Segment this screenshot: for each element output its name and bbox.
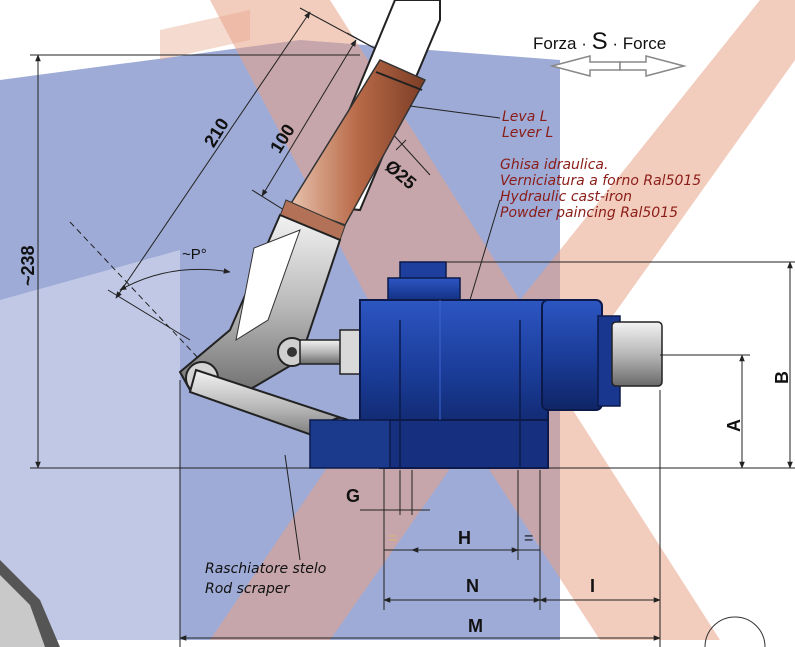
left-corner-object xyxy=(0,560,60,647)
equal-mark-right: = xyxy=(524,530,534,547)
force-label: Forza · S · Force xyxy=(533,28,666,56)
lever-label-en: Lever L xyxy=(502,125,554,141)
force-right: Force xyxy=(622,34,667,53)
angle-label: ~P° xyxy=(182,246,207,263)
dim-238-label: ~238 xyxy=(18,245,38,286)
piston-rod xyxy=(299,329,361,375)
leader-lines xyxy=(284,105,501,561)
dim-I-label: I xyxy=(590,576,596,596)
force-dot-right: · xyxy=(612,34,619,53)
material-line-2: Verniciatura a forno Ral5015 xyxy=(500,173,702,189)
dim-B-label: B xyxy=(772,371,792,384)
force-dot-left: · xyxy=(581,34,587,53)
scraper-label-en: Rod scraper xyxy=(205,581,290,597)
material-line-4: Powder paincing Ral5015 xyxy=(500,205,679,221)
corner-circle xyxy=(704,616,766,647)
material-line-3: Hydraulic cast-iron xyxy=(500,189,633,205)
force-letter: S xyxy=(591,28,608,55)
lever-label-it: Leva L xyxy=(502,109,548,125)
dim-bottom-lines xyxy=(179,380,661,647)
dim-A-label: A xyxy=(724,419,744,432)
pump-body xyxy=(309,261,663,469)
dim-ab-lines xyxy=(445,261,795,469)
dim-N-label: N xyxy=(466,576,479,596)
force-arrows xyxy=(549,55,687,77)
equal-mark-left: = xyxy=(388,530,398,547)
dim-M-label: M xyxy=(468,616,483,636)
scraper-label-it: Raschiatore stelo xyxy=(205,561,327,577)
lever-handle xyxy=(279,0,441,241)
dim-H-label: H xyxy=(458,528,471,548)
angle-arc xyxy=(69,221,231,361)
material-line-1: Ghisa idraulica. xyxy=(500,157,609,173)
dim-G-label: G xyxy=(346,486,361,506)
force-left: Forza xyxy=(533,34,577,53)
